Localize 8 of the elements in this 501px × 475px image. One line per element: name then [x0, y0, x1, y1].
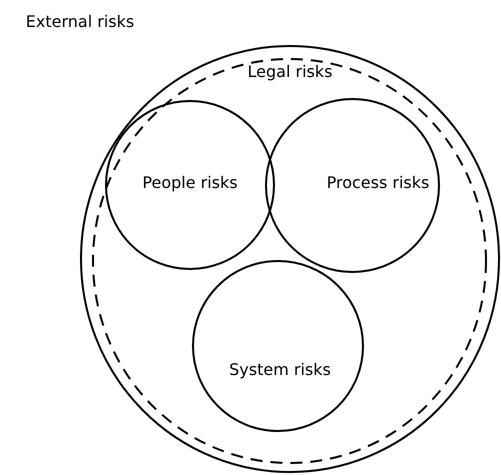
circle-label: People risks [142, 175, 238, 191]
circle-label: External risks [26, 14, 134, 30]
risk-circle [105, 100, 275, 270]
risk-circle [192, 260, 364, 432]
circle-label: Process risks [326, 175, 430, 191]
risk-circle [265, 98, 440, 273]
circle-label: Legal risks [248, 64, 332, 80]
circle-label: System risks [229, 362, 331, 378]
